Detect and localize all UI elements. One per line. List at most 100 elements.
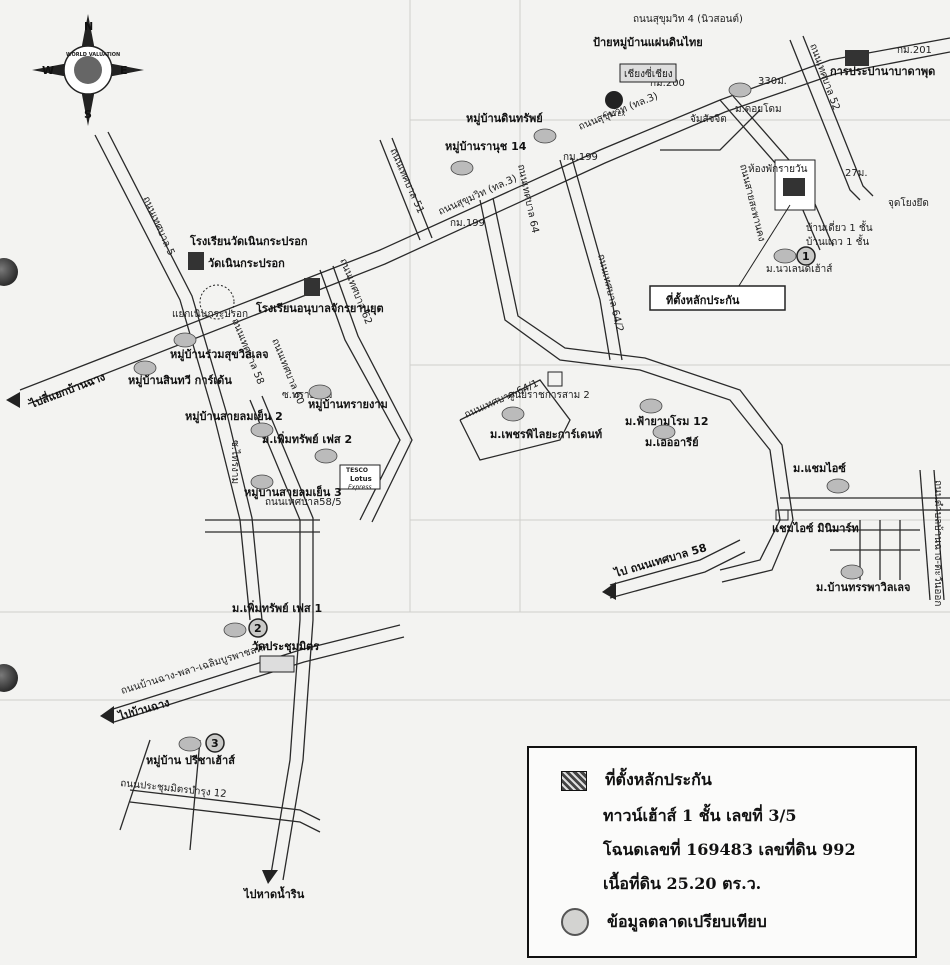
label-thetsaban-64-2: ถนนเทศบาล 64/2 [595, 253, 625, 333]
arrow-down-icon [262, 870, 278, 884]
label-dist-330: 330ม. [758, 76, 787, 87]
callout-line [729, 204, 791, 301]
map-legend: ที่ตั้งหลักประกัน ทาวน์เฮ้าส์ 1 ชั้น เลข… [527, 746, 917, 958]
label-muban-sapthawee: ม.บ้านทรรพาวิลเลจ [816, 581, 910, 594]
label-muban-dinsap: หมู่บ้านดินทรัพย์ [466, 112, 543, 126]
legend-collateral: ที่ตั้งหลักประกัน [605, 770, 712, 789]
compass-s: S [84, 108, 92, 121]
label-tesco-top: TESCO [346, 467, 368, 474]
road-labels: ถนนสุขุมวิท (ทล.3) ถนนสุขุมวิท (ทล.3) ถน… [119, 13, 944, 800]
label-muban-ranut: หมู่บ้านรานุช 14 [445, 140, 527, 154]
label-jut-plong: จุดโยงยึด [888, 196, 929, 209]
label-row1: บ้านเดี่ยว 1 ชั้น [806, 220, 873, 234]
collateral-callout-box [649, 285, 786, 311]
label-jumsutchit: จัมสัจจิต [690, 114, 727, 125]
label-to-thetsaban58: ไป ถนนเทศบาล 58 [611, 540, 708, 580]
label-muban-saiyen3: หมู่บ้านสายลมเย็น 3 [244, 485, 342, 500]
village-icon [178, 736, 202, 752]
arrow-left-icon [6, 392, 20, 408]
village-icon [773, 248, 797, 264]
compass-w: W [42, 64, 54, 77]
village-icon [840, 564, 864, 580]
label-thetsaban-58-5: ถนนเทศบาล58/5 [265, 497, 342, 508]
marker-1 [796, 246, 816, 266]
village-icon [314, 448, 338, 464]
arrow-left-icon [602, 582, 616, 600]
label-tesco-bot: Express [348, 484, 372, 491]
village-icon [639, 398, 663, 414]
label-muban-sinthawi: หมู่บ้านสินทวี การ์เด้น [128, 374, 232, 388]
legend-collateral-row: ที่ตั้งหลักประกัน [561, 768, 712, 793]
label-sukhumvit: ถนนสุขุมวิท (ทล.3) [437, 173, 519, 218]
compass-n: N [84, 20, 93, 33]
govt-center-icon [547, 371, 563, 387]
label-muban-ruam: หมู่บ้านร่วมสุขวิลเลจ [170, 348, 269, 362]
label-prachumit-road: ถนนประชุมมิตรบำรุง 12 [120, 778, 227, 800]
label-muban-champhai: ม.แชมไอซ์ [793, 461, 846, 475]
legend-line1: ทาวน์เฮ้าส์ 1 ชั้น เลขที่ 3/5 [603, 806, 797, 825]
village-icon [728, 82, 752, 98]
label-dist-27: 27ม. [845, 168, 868, 179]
tesco-logo [339, 464, 381, 490]
label-thetsaban-5: ถนนเทศบาล 5 [140, 195, 176, 258]
label-row2: บ้านแถว 1 ชั้น [806, 234, 869, 248]
label-muban-permsap1: ม.เพิ่มทรัพย์ เฟส 1 [232, 600, 322, 615]
label-muban-phetchara: ม.เพชรพิไลยะการ์เดนท์ [490, 427, 602, 441]
marker-2-label: 2 [254, 622, 262, 635]
label-km200: กม.200 [650, 78, 685, 89]
marker-3 [205, 733, 225, 753]
label-pea: การประปานาบาดาพุด [830, 65, 935, 79]
school-wat-icon [188, 252, 204, 270]
village-icon [173, 332, 197, 348]
label-to-bottom: ไปหาดน้ำริน [242, 886, 305, 901]
legend-comparable: ข้อมูลตลาดเปรียบเทียบ [607, 911, 767, 931]
shop-box [619, 63, 677, 83]
village-icon [533, 128, 557, 144]
village-icon [308, 384, 332, 400]
label-caltex: CALTEX [603, 111, 625, 118]
legend-line3: เนื้อที่ดิน 25.20 ตร.ว. [603, 874, 762, 893]
pea-building-icon [845, 50, 869, 66]
school-anuban-icon [304, 278, 320, 296]
marker-3-label: 3 [211, 737, 219, 750]
label-soi-nondin: ม.ดอยโดม [735, 102, 782, 115]
compass-ring-text: WORLD VALUATION [66, 52, 120, 58]
label-champhai-mini: แชมไอซ์ มินิมาร์ท [772, 521, 859, 535]
marker-1-label: 1 [802, 250, 810, 263]
label-thetsaban-64: ถนนเทศบาล 64 [515, 163, 540, 234]
label-pan-shop: เชียงซี่เชียง [624, 66, 673, 80]
label-muban-saiyen2: หมู่บ้านสายลมเย็น 2 [185, 409, 283, 424]
label-muban-permsap2: ม.เพิ่มทรัพย์ เฟส 2 [262, 431, 352, 446]
legend-line2: โฉนดเลขที่ 169483 เลขที่ดิน 992 [603, 840, 856, 859]
comparable-circle-icon [561, 908, 589, 936]
label-km199b: กม.199 [450, 218, 485, 229]
label-school-wat: โรงเรียนวัดเนินกระปรอก [189, 234, 308, 248]
legend-comparable-row: ข้อมูลตลาดเปรียบเทียบ [561, 908, 767, 936]
village-icon [223, 622, 247, 638]
label-circle: แยกเนินกระปรอก [172, 309, 248, 320]
label-school-anuban: โรงเรียนอนุบาลจักรยานยุต [255, 301, 384, 316]
label-muban-prichar: หมู่บ้าน ปรีชาเฮ้าส์ [146, 754, 235, 768]
label-shop-row: ห้องพักรายวัน [748, 163, 808, 175]
label-km199a: กม.199 [563, 152, 598, 163]
label-collateral-callout: ที่ตั้งหลักประกัน [666, 292, 740, 307]
compass-rose: N S E W WORLD VALUATION [32, 14, 144, 126]
village-icon [450, 160, 474, 176]
label-phala-road: ถนนบ้านฉาง-พลา-เฉลิมบูรพาชลทิศ [119, 640, 271, 697]
label-paeng-din-thai: ป้ายหมู่บ้านแผ่นดินไทย [593, 35, 703, 50]
village-icon [652, 424, 676, 440]
collateral-hatch [783, 178, 805, 196]
label-wat-prachum: วัดประชุมมิตร [252, 640, 319, 654]
label-wat: วัดเนินกระปรอก [208, 257, 285, 270]
comparable-markers [133, 82, 864, 752]
village-icon [250, 474, 274, 490]
label-soi-saiyang: ซ.ทรายงาม [282, 390, 333, 401]
village-icon [250, 422, 274, 438]
binder-hole [0, 258, 18, 286]
label-right-vertical: ถนนตำบลบ้านฉาง-ตะวันออก [932, 480, 944, 606]
arrow-left-icon [100, 706, 114, 724]
village-icon [501, 406, 525, 422]
background-form [0, 0, 950, 701]
label-km201: กม.201 [897, 45, 932, 56]
